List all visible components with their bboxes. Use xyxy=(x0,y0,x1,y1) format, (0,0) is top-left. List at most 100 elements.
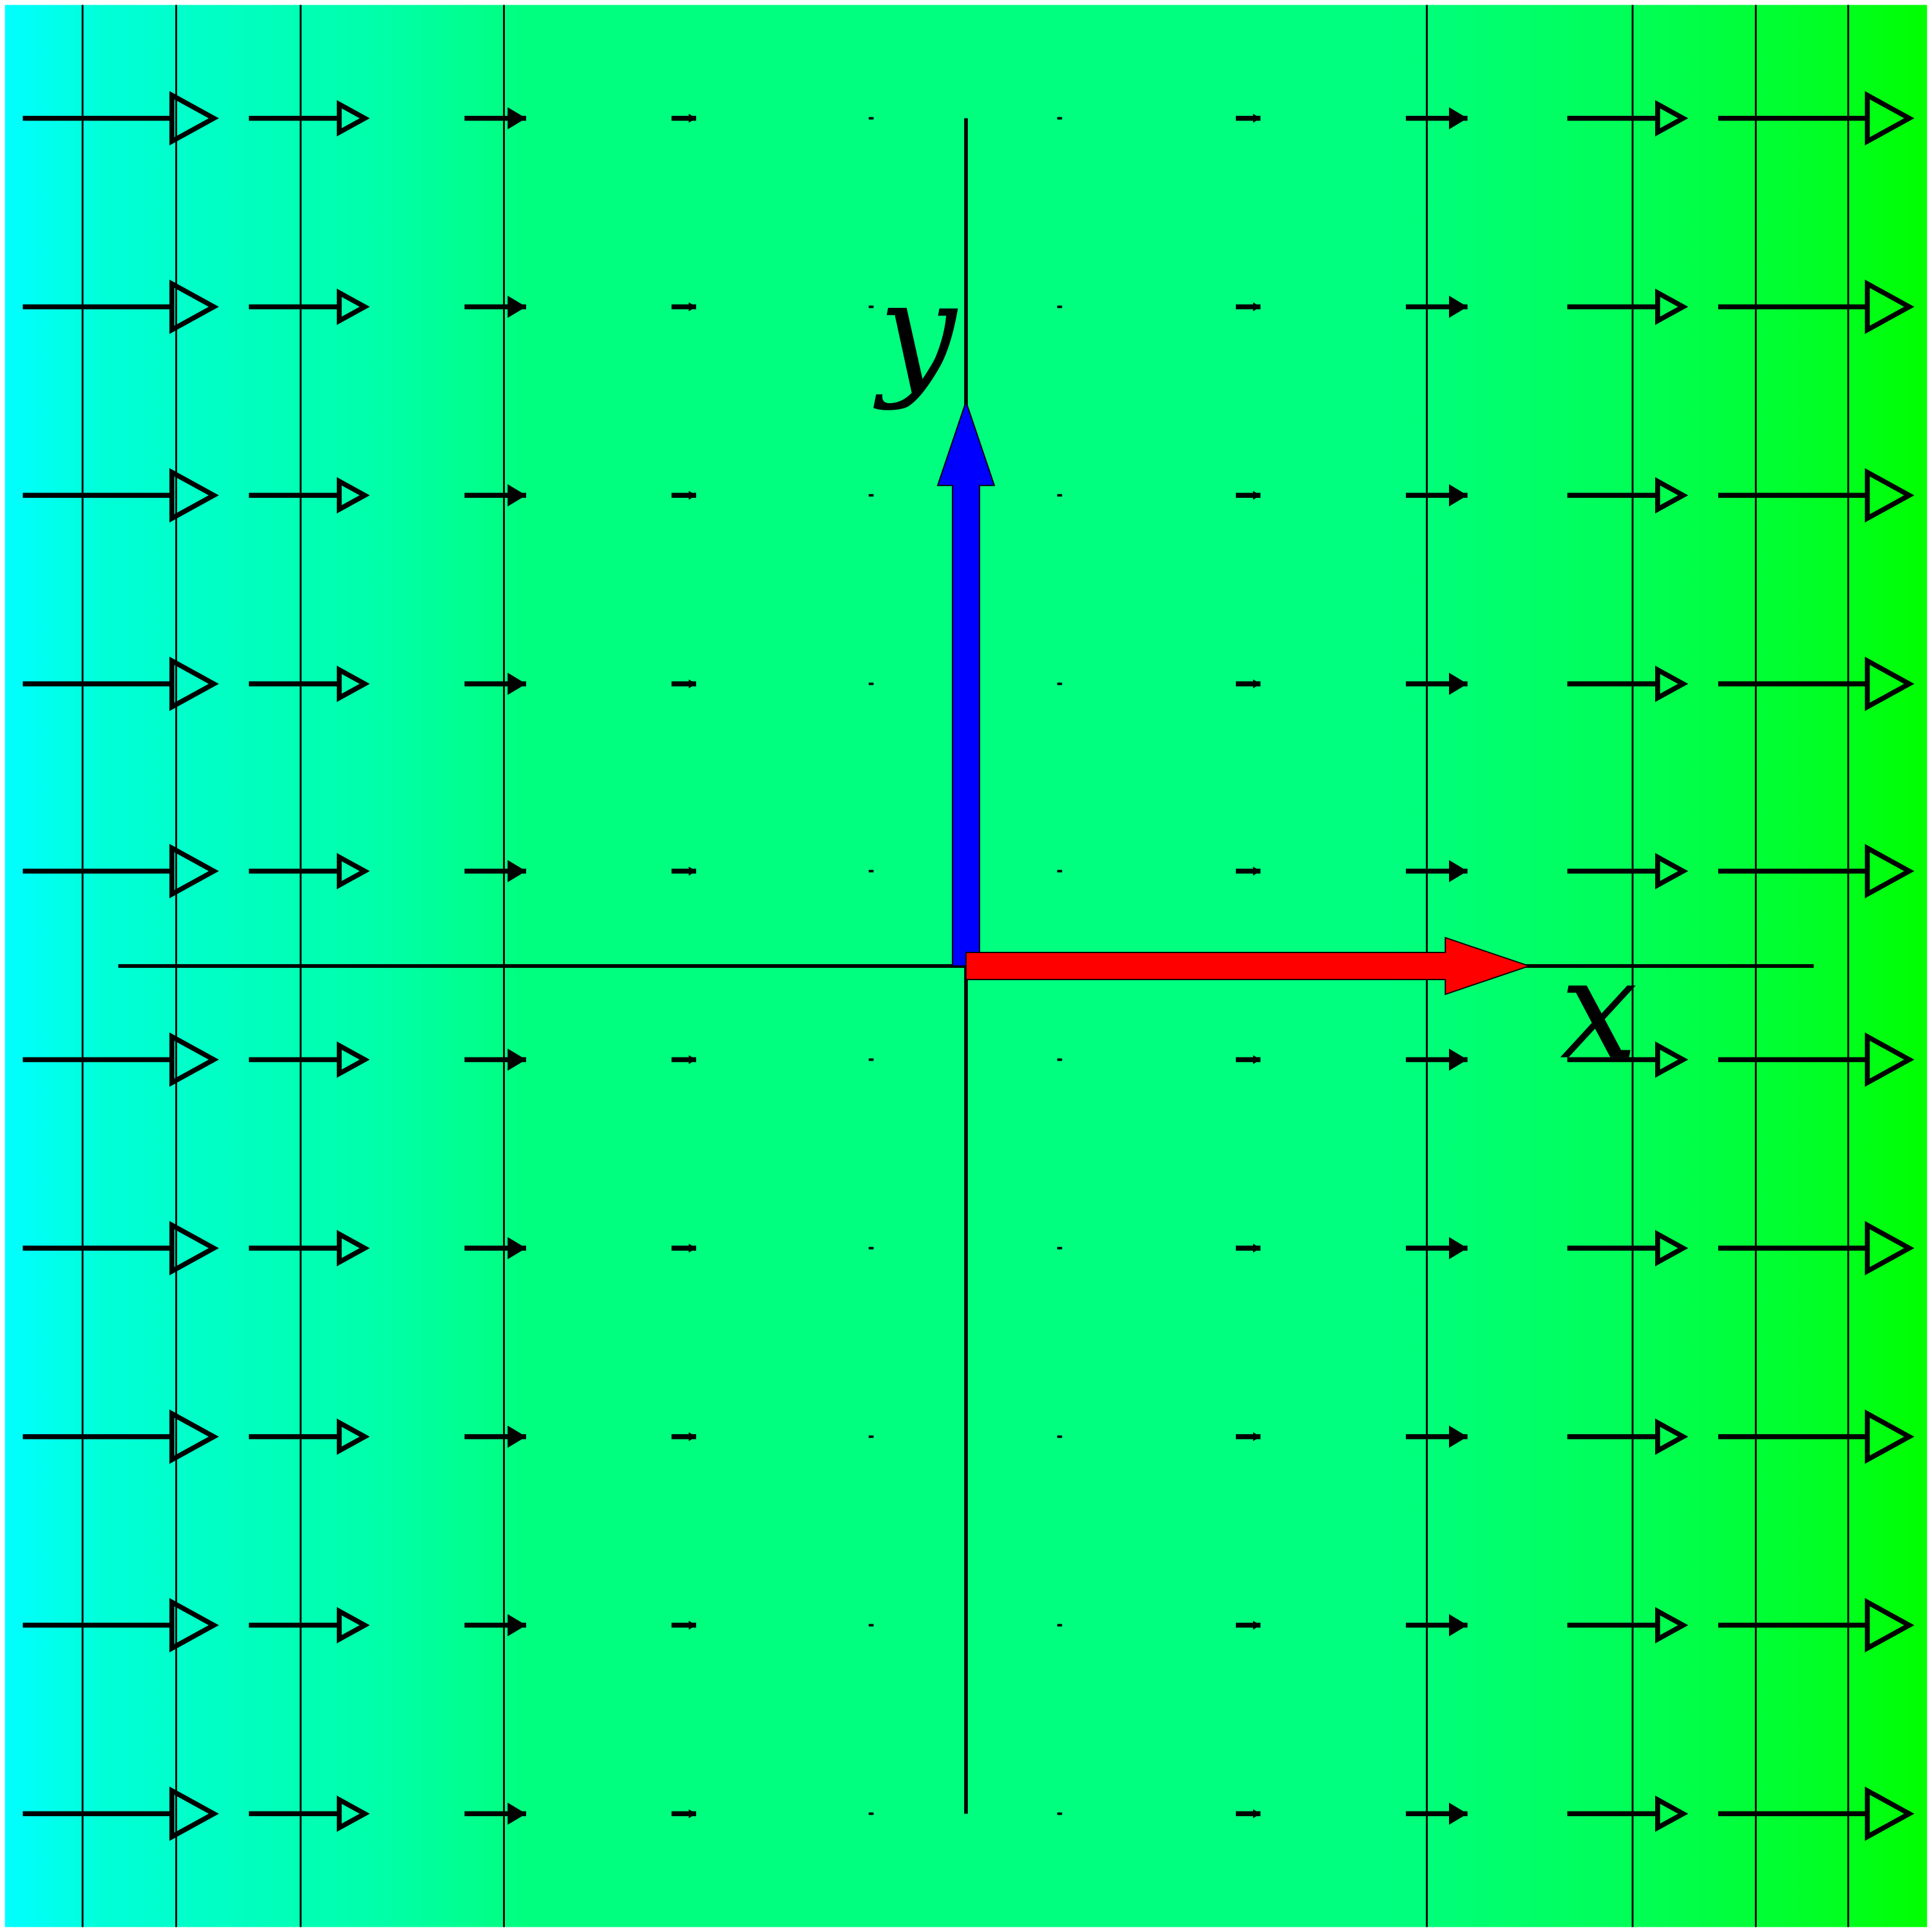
field-arrow xyxy=(671,1620,696,1630)
field-arrow xyxy=(1057,1246,1063,1250)
field-arrow xyxy=(868,1812,874,1815)
field-arrow xyxy=(1718,1409,1915,1464)
field-arrow xyxy=(249,477,370,514)
field-arrow xyxy=(868,869,874,873)
field-arrow xyxy=(1567,1795,1689,1832)
field-arrow xyxy=(1718,468,1915,523)
vector-field-arrows xyxy=(23,91,1915,1841)
field-arrow xyxy=(23,279,219,334)
field-arrow xyxy=(23,1032,219,1087)
field-arrow xyxy=(1567,853,1689,889)
field-arrow xyxy=(464,1425,526,1448)
field-arrow xyxy=(1057,117,1063,120)
field-arrow xyxy=(868,682,874,686)
field-arrow xyxy=(671,679,696,688)
field-arrow xyxy=(868,1435,874,1439)
field-arrow xyxy=(1718,1220,1915,1276)
field-arrow xyxy=(1406,672,1468,696)
field-arrow xyxy=(249,100,370,137)
field-arrow xyxy=(23,844,219,898)
field-arrow xyxy=(1236,679,1261,688)
field-arrow xyxy=(1406,484,1468,507)
field-arrow xyxy=(249,289,370,325)
field-arrow xyxy=(464,1048,526,1071)
field-arrow xyxy=(1057,1058,1063,1061)
field-arrow xyxy=(23,468,219,523)
field-arrow xyxy=(1406,1425,1468,1448)
field-arrow xyxy=(23,656,219,712)
field-arrow xyxy=(249,1795,370,1832)
field-arrow xyxy=(671,1244,696,1253)
field-arrow xyxy=(1236,113,1261,123)
field-arrow xyxy=(1567,1229,1689,1267)
field-arrow xyxy=(1718,656,1915,712)
field-arrow xyxy=(671,1055,696,1065)
field-arrow xyxy=(1406,296,1468,318)
field-arrow xyxy=(1406,1803,1468,1825)
field-arrow xyxy=(868,1246,874,1250)
field-arrow xyxy=(1057,869,1063,873)
field-arrow xyxy=(23,1598,219,1653)
field-arrow xyxy=(671,1432,696,1441)
field-arrow xyxy=(1057,1624,1063,1627)
field-arrow xyxy=(1718,1032,1915,1087)
field-arrow xyxy=(23,91,219,146)
field-arrow xyxy=(1236,302,1261,312)
y-axis-label: y xyxy=(873,251,958,412)
field-arrow xyxy=(868,1624,874,1627)
field-arrow xyxy=(464,1236,526,1260)
x-basis-arrow xyxy=(965,936,1531,996)
y-basis-arrow xyxy=(936,399,996,967)
field-arrow xyxy=(1567,289,1689,325)
field-arrow xyxy=(1057,1812,1063,1815)
field-arrow xyxy=(671,302,696,312)
field-arrow xyxy=(1567,1041,1689,1078)
field-arrow xyxy=(464,484,526,507)
field-arrow xyxy=(1718,91,1915,146)
field-arrow xyxy=(868,493,874,497)
field-arrow xyxy=(1236,866,1261,876)
field-arrow xyxy=(1718,1786,1915,1841)
field-arrow xyxy=(249,1041,370,1078)
field-arrow xyxy=(1718,279,1915,334)
field-arrow xyxy=(868,117,874,120)
field-arrow xyxy=(464,860,526,882)
coordinate-axes: y x xyxy=(118,118,1814,1814)
field-arrow xyxy=(23,1409,219,1464)
field-arrow xyxy=(1567,100,1689,137)
field-arrow xyxy=(868,305,874,308)
field-arrow xyxy=(1406,1048,1468,1071)
field-arrow xyxy=(464,107,526,129)
field-arrow xyxy=(1406,1614,1468,1636)
field-arrow xyxy=(1057,305,1063,308)
field-arrow xyxy=(1057,682,1063,686)
field-arrow xyxy=(249,665,370,703)
field-arrow xyxy=(671,113,696,123)
field-arrow xyxy=(1718,1598,1915,1653)
field-arrow xyxy=(1236,1432,1261,1441)
field-arrow xyxy=(1406,1236,1468,1260)
field-arrow xyxy=(1567,1418,1689,1455)
field-arrow xyxy=(1406,860,1468,882)
field-arrow xyxy=(671,491,696,500)
field-arrow xyxy=(23,1220,219,1276)
field-arrow xyxy=(464,1614,526,1636)
field-arrow xyxy=(1236,491,1261,500)
field-arrow xyxy=(464,296,526,318)
field-arrow xyxy=(1406,107,1468,129)
field-arrow xyxy=(249,853,370,889)
field-arrow xyxy=(1057,493,1063,497)
field-arrow xyxy=(1567,477,1689,514)
field-arrow xyxy=(1567,1607,1689,1643)
field-arrow xyxy=(671,866,696,876)
field-arrow xyxy=(249,1229,370,1267)
field-arrow xyxy=(464,1803,526,1825)
field-arrow xyxy=(671,1809,696,1819)
field-arrow xyxy=(23,1786,219,1841)
field-arrow xyxy=(249,1418,370,1455)
field-arrow xyxy=(1236,1244,1261,1253)
field-arrow xyxy=(1236,1620,1261,1630)
field-arrow xyxy=(1236,1055,1261,1065)
field-arrow xyxy=(464,672,526,696)
